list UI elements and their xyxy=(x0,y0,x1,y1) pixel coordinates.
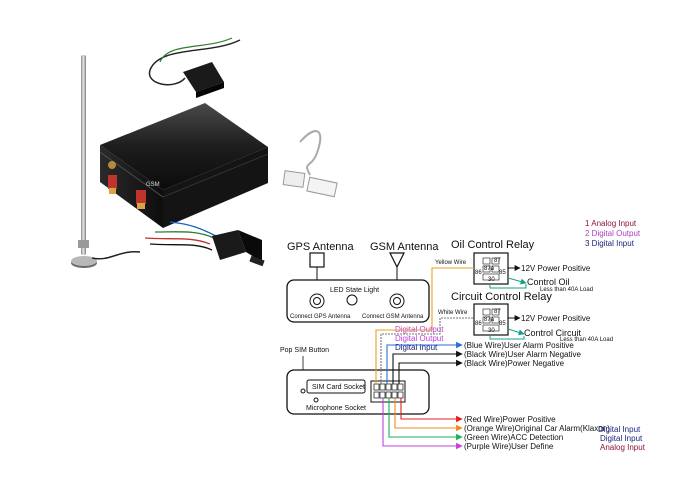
upper-wire-labels: (Blue Wire)User Alarm Positive (Black Wi… xyxy=(464,341,581,368)
circuit-control-relay: Circuit Control Relay 87 87a 86 85 30 Wh… xyxy=(438,291,613,343)
wire-label-orange: (Orange Wire)Original Car Alarm(Klaxon) xyxy=(464,424,610,433)
connect-gsm-label: Connect GSM Antenna xyxy=(362,314,424,320)
wire-label-green: (Green Wire)ACC Detection xyxy=(464,433,563,442)
wiring xyxy=(375,267,474,450)
wire-type-green: Digital Input xyxy=(600,434,643,443)
circuit-pin-85: 85 xyxy=(499,321,506,327)
tracker-device-icon: GSM xyxy=(99,103,269,228)
circuit-control-wire xyxy=(489,335,525,340)
wire-type-orange: Digital Input xyxy=(598,425,641,434)
circuit-white-wire-label: White Wire xyxy=(438,310,468,316)
circuit-pin-87a: 87a xyxy=(484,317,495,323)
wire-label-red: (Red Wire)Power Positive xyxy=(464,415,556,424)
black-wire-alarm-negative xyxy=(392,350,463,384)
oil-relay-title: Oil Control Relay xyxy=(451,239,535,251)
antenna-symbols: GPS Antenna GSM Antenna xyxy=(287,241,439,280)
pop-sim-label: Pop SIM Button xyxy=(280,347,329,354)
device-gsm-label: GSM xyxy=(146,182,160,188)
blue-wire xyxy=(386,341,463,384)
connect-gps-label: Connect GPS Antenna xyxy=(290,314,351,320)
black-wire-power-negative xyxy=(398,359,463,384)
green-wire xyxy=(388,398,463,441)
oil-pin-86: 86 xyxy=(475,270,482,276)
circuit-power-label: 12V Power Positive xyxy=(521,314,591,323)
gsm-port-outer xyxy=(389,293,405,309)
led-indicator xyxy=(346,294,358,306)
gsm-antenna-module-icon xyxy=(148,37,241,98)
oil-pin-30: 30 xyxy=(488,277,495,283)
circuit-load-label: Less than 40A Load xyxy=(560,337,613,343)
door-sensor-icon xyxy=(282,130,338,198)
product-photo: GSM xyxy=(71,37,338,268)
microphone-jack xyxy=(313,397,319,403)
gps-antenna-title: GPS Antenna xyxy=(287,241,355,253)
red-wire xyxy=(400,398,463,423)
wire-type-purple: Analog Input xyxy=(600,443,646,452)
lower-wire-labels: (Red Wire)Power Positive (Orange Wire)Or… xyxy=(464,415,646,452)
legend-analog-input: 1 Analog Input xyxy=(585,219,637,228)
circuit-pin-86: 86 xyxy=(475,321,482,327)
gps-port-outer xyxy=(309,293,325,309)
legend-digital-input: 3 Digital Input xyxy=(585,239,635,248)
purple-wire xyxy=(382,398,463,450)
io-labels: Digital Output Digital Output Digital In… xyxy=(395,325,444,352)
circuit-pin-87: 87 xyxy=(494,309,501,315)
circuit-control-label: Control Circuit xyxy=(524,328,582,338)
wire-label-purple: (Purple Wire)User Define xyxy=(464,442,554,451)
gps-antenna-rod-icon xyxy=(71,55,141,268)
mic-socket-label: Microphone Socket xyxy=(306,405,366,412)
pop-sim-button xyxy=(300,388,306,394)
oil-yellow-wire-label: Yellow Wire xyxy=(435,260,467,266)
oil-relay-box xyxy=(473,252,509,285)
io-label-digital-output-2: Digital Output xyxy=(395,334,444,343)
legend-digital-output: 2 Digital Output xyxy=(585,229,641,238)
oil-load-label: Less than 40A Load xyxy=(540,287,593,293)
back-panel: Pop SIM Button SIM Card Socket Microphon… xyxy=(280,347,430,415)
orange-wire xyxy=(394,398,463,432)
yellow-wire xyxy=(375,267,474,384)
sim-socket-label: SIM Card Socket xyxy=(312,384,365,391)
oil-control-wire xyxy=(489,284,527,289)
circuit-pin-30: 30 xyxy=(488,328,495,334)
circuit-relay-title: Circuit Control Relay xyxy=(451,291,552,303)
front-panel: LED State Light Connect GPS Antenna Conn… xyxy=(286,279,430,323)
oil-control-relay: Oil Control Relay 87 87a 86 85 30 Yellow… xyxy=(435,239,593,293)
gps-port-inner xyxy=(313,297,321,305)
white-wire xyxy=(380,317,474,384)
oil-power-label: 12V Power Positive xyxy=(521,264,591,273)
wire-label-black-alarm: (Black Wire)User Alarm Negative xyxy=(464,350,581,359)
oil-pin-85: 85 xyxy=(499,270,506,276)
wire-label-black-power: (Black Wire)Power Negative xyxy=(464,359,565,368)
oil-control-label: Control Oil xyxy=(527,277,570,287)
gsm-antenna-symbol xyxy=(389,252,405,269)
sim-card-socket xyxy=(306,379,366,394)
gps-antenna-symbol xyxy=(309,252,325,268)
legend: 1 Analog Input 2 Digital Output 3 Digita… xyxy=(585,219,641,248)
circuit-relay-box xyxy=(473,303,509,336)
wire-label-blue: (Blue Wire)User Alarm Positive xyxy=(464,341,574,350)
led-state-label: LED State Light xyxy=(330,287,379,294)
oil-pin-87: 87 xyxy=(494,258,501,264)
relay-harness-icon xyxy=(144,221,265,267)
io-label-digital-input: Digital Input xyxy=(395,343,438,352)
oil-pin-87a: 87a xyxy=(484,266,495,272)
gsm-port-inner xyxy=(393,297,401,305)
gsm-antenna-title: GSM Antenna xyxy=(370,241,439,253)
